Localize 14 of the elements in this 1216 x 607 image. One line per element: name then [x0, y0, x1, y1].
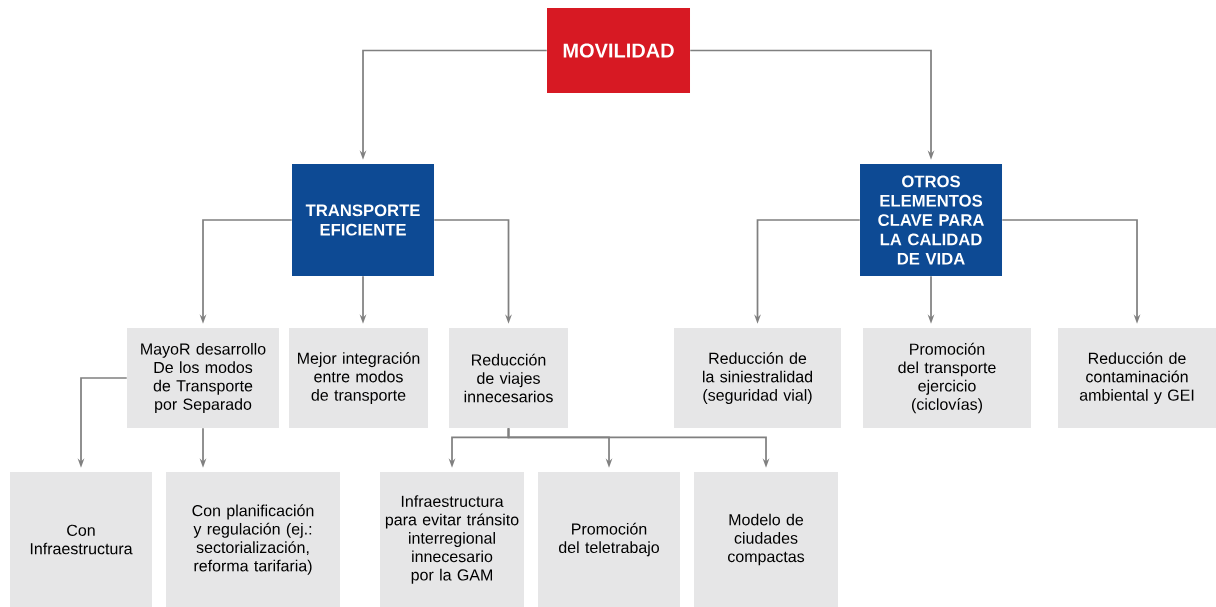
item-box: Reducción de viajes innecesarios: [449, 328, 568, 428]
item-box: Mejor integración entre modos de transporte: [289, 328, 428, 428]
item-box: Modelo de ciudades compactas: [694, 472, 838, 607]
item-box: Reducción de la siniestralidad (seguridad vial): [674, 328, 841, 428]
item-box: Con Infraestructura: [10, 472, 152, 607]
category-box: TRANSPORTE EFICIENTE: [292, 164, 434, 276]
category-box: OTROS ELEMENTOS CLAVE PARA LA CALIDAD DE VIDA: [860, 164, 1002, 276]
item-box: Promoción del transporte ejercicio (ciclovías): [863, 328, 1031, 428]
item-box: Infraestructura para evitar tránsito interregional innecesario por la GAM: [380, 472, 524, 607]
title-box: MOVILIDAD: [547, 8, 690, 93]
item-box: MayoR desarrollo De los modos de Transporte por Separado: [127, 328, 279, 428]
item-box: Promoción del teletrabajo: [538, 472, 680, 607]
item-box: Con planificación y regulación (ej.: sectorialización, reforma tarifaria): [166, 472, 340, 607]
item-box: Reducción de contaminación ambiental y GEI: [1058, 328, 1216, 428]
